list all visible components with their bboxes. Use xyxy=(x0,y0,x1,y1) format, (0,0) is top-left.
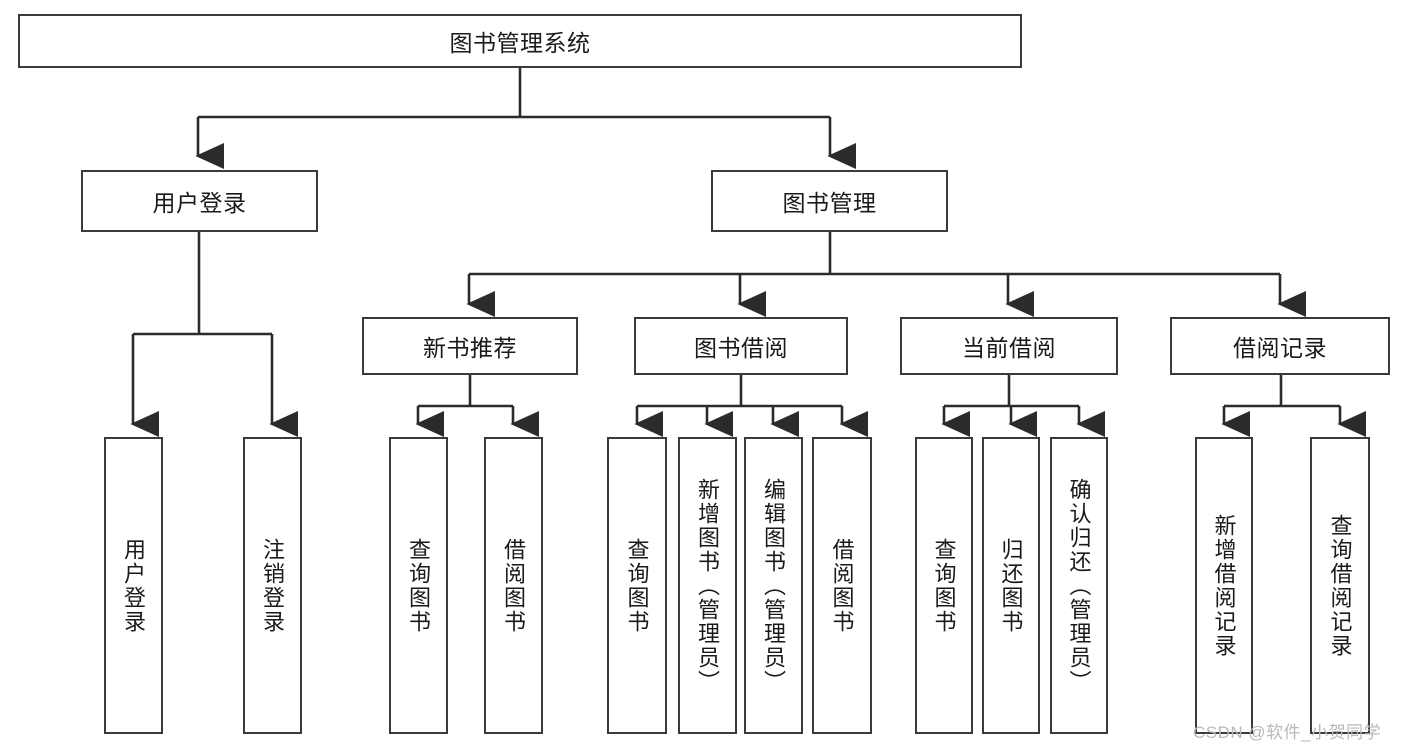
node-book-borrow[interactable]: 图书借阅 xyxy=(634,317,848,375)
leaf-label: 查询图书 xyxy=(406,537,432,634)
leaf-label: 查询图书 xyxy=(624,537,650,634)
leaf-label: 编辑图书（管理员） xyxy=(761,477,787,694)
leaf-user-login[interactable]: 用户登录 xyxy=(104,437,163,734)
leaf-confirm-return-admin[interactable]: 确认归还（管理员） xyxy=(1050,437,1108,734)
node-current-borrow[interactable]: 当前借阅 xyxy=(900,317,1118,375)
leaf-label: 注销登录 xyxy=(260,537,286,634)
node-book-management-label: 图书管理 xyxy=(782,190,877,216)
node-book-borrow-label: 图书借阅 xyxy=(694,335,788,361)
leaf-return-books[interactable]: 归还图书 xyxy=(982,437,1040,734)
leaf-label: 新增图书（管理员） xyxy=(695,477,721,694)
leaf-query-books-cb[interactable]: 查询图书 xyxy=(915,437,973,734)
leaf-query-books-bb[interactable]: 查询图书 xyxy=(607,437,667,734)
node-new-book-recommend[interactable]: 新书推荐 xyxy=(362,317,578,375)
leaf-label: 新增借阅记录 xyxy=(1211,513,1237,658)
node-user-login[interactable]: 用户登录 xyxy=(81,170,318,232)
leaf-label: 查询借阅记录 xyxy=(1327,513,1353,658)
watermark: CSDN @软件_小贺同学 xyxy=(1193,723,1382,742)
leaf-label: 确认归还（管理员） xyxy=(1066,477,1092,694)
leaf-add-book-admin[interactable]: 新增图书（管理员） xyxy=(678,437,737,734)
leaf-logout[interactable]: 注销登录 xyxy=(243,437,302,734)
leaf-label: 归还图书 xyxy=(998,537,1024,634)
leaf-label: 借阅图书 xyxy=(501,537,527,634)
node-book-management[interactable]: 图书管理 xyxy=(711,170,948,232)
leaf-query-borrow-record[interactable]: 查询借阅记录 xyxy=(1310,437,1370,734)
leaf-borrow-books-bb[interactable]: 借阅图书 xyxy=(812,437,872,734)
node-current-borrow-label: 当前借阅 xyxy=(962,335,1056,361)
node-borrow-record[interactable]: 借阅记录 xyxy=(1170,317,1390,375)
leaf-label: 借阅图书 xyxy=(829,537,855,634)
node-user-login-label: 用户登录 xyxy=(152,190,247,216)
node-root-label: 图书管理系统 xyxy=(449,30,591,56)
node-borrow-record-label: 借阅记录 xyxy=(1233,335,1327,361)
node-root[interactable]: 图书管理系统 xyxy=(18,14,1022,68)
node-new-book-recommend-label: 新书推荐 xyxy=(423,335,517,361)
leaf-borrow-books-nbr[interactable]: 借阅图书 xyxy=(484,437,543,734)
leaf-label: 查询图书 xyxy=(931,537,957,634)
leaf-query-books-nbr[interactable]: 查询图书 xyxy=(389,437,448,734)
leaf-edit-book-admin[interactable]: 编辑图书（管理员） xyxy=(744,437,803,734)
leaf-label: 用户登录 xyxy=(121,537,147,634)
leaf-add-borrow-record[interactable]: 新增借阅记录 xyxy=(1195,437,1253,734)
